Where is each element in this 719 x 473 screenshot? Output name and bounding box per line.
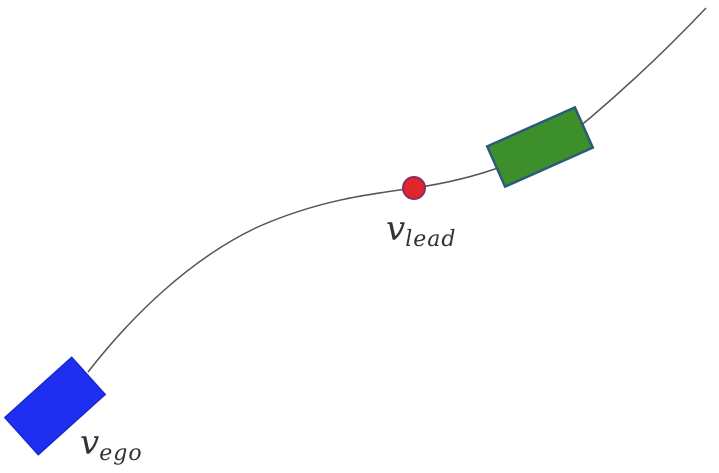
ego-velocity-label: vego: [80, 423, 143, 465]
road-curve: [87, 7, 707, 373]
ego-vehicle: [3, 356, 107, 456]
ego-velocity-subscript: ego: [99, 441, 143, 466]
ego-velocity-symbol: v: [80, 423, 100, 463]
lead-velocity-label: vlead: [386, 209, 456, 251]
lead-velocity-symbol: v: [386, 209, 406, 249]
lead-vehicle: [485, 105, 595, 189]
lead-velocity-subscript: lead: [405, 227, 457, 252]
lead-point: [402, 176, 426, 200]
